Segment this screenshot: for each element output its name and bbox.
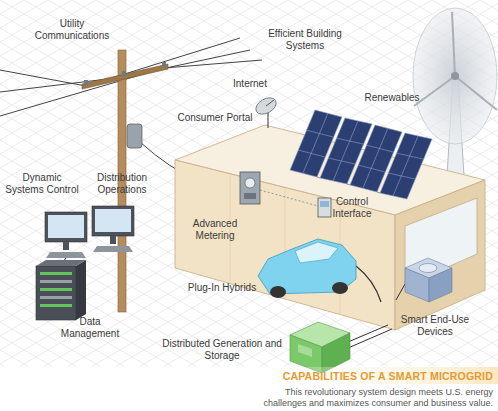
panel-frame: [317, 177, 380, 193]
callout-label: Advanced Metering: [185, 218, 245, 242]
dish-mast: [267, 112, 268, 128]
keyboard: [93, 246, 133, 252]
control-interface-device: [260, 190, 331, 217]
callout-label: Internet: [220, 78, 280, 90]
appliance-side: [429, 268, 452, 302]
generator-vent: [298, 344, 312, 357]
monitor-screen: [95, 209, 131, 232]
keyboard: [46, 252, 86, 258]
meter-display: [244, 193, 256, 199]
rack-unit: [40, 304, 72, 307]
turbine-blades: [414, 12, 497, 110]
appliance-cable: [396, 284, 405, 300]
solar-array: [290, 110, 432, 199]
meter-box: [240, 172, 260, 204]
charging-cable: [356, 266, 381, 302]
rack-side: [76, 260, 86, 320]
rack-unit: [40, 272, 72, 275]
appliance-fan: [419, 264, 437, 273]
monitor: [45, 212, 87, 242]
generator-cable: [348, 325, 392, 348]
monitor: [92, 206, 134, 236]
insulator: [84, 80, 88, 85]
grid-background: [0, 0, 498, 366]
diagram-caption: This revolutionary system design meets U…: [253, 387, 493, 409]
meter-dial: [245, 178, 255, 188]
turbine-hub: [451, 72, 459, 80]
satellite-dish: [253, 94, 279, 128]
operations-workstations: [45, 206, 134, 266]
callout-label: Control Interface: [322, 196, 382, 220]
turbine-rotor: [413, 8, 497, 144]
car-window: [295, 242, 338, 263]
appliance-front: [405, 268, 429, 302]
dish-reflector: [253, 94, 279, 117]
callout-label: Distribution Operations: [84, 172, 160, 196]
thermostat-screen: [320, 201, 329, 207]
dish-feed: [266, 100, 274, 106]
building-side-wall: [395, 180, 485, 330]
wind-turbine: [413, 8, 497, 192]
server-rack: [36, 260, 86, 320]
insulator: [122, 71, 126, 76]
smart-appliance: [396, 258, 452, 302]
monitor-stand: [110, 236, 116, 244]
power-wire: [164, 60, 262, 68]
callout-label: Data Management: [55, 316, 125, 340]
callout-label: Dynamic Systems Control: [4, 172, 80, 196]
advanced-meter: [240, 172, 260, 204]
solar-panel: [380, 133, 432, 199]
car-body: [258, 239, 356, 294]
plug-in-car: [258, 239, 381, 302]
pole-transformer: [127, 124, 142, 148]
insulator: [162, 62, 166, 67]
rack-front: [36, 266, 76, 320]
callout-label: Renewables: [357, 92, 427, 104]
monitor-screen: [48, 215, 84, 238]
callout-label: Utility Communications: [27, 18, 117, 42]
callout-label: Plug-In Hybrids: [177, 282, 267, 294]
rack-unit: [40, 288, 72, 291]
callout-label: Distributed Generation and Storage: [162, 338, 282, 362]
diagram-title: CAPABILITIES OF A SMART MICROGRID: [283, 370, 493, 382]
callout-label: Efficient Building Systems: [263, 28, 347, 52]
thermostat-panel: [318, 198, 331, 217]
monitor-stand: [63, 242, 69, 250]
car-wheel: [270, 286, 286, 298]
car-wheel: [332, 282, 348, 294]
title-band: [250, 367, 498, 384]
home-network-link: [260, 190, 318, 206]
generator-storage-unit: [290, 322, 392, 373]
rack-top: [36, 260, 86, 266]
callout-label: Smart End-Use Devices: [395, 314, 475, 338]
callout-label: Consumer Portal: [165, 112, 265, 124]
pole-crossarm: [82, 64, 168, 89]
utility-pole: [82, 50, 168, 312]
rack-unit: [40, 280, 72, 283]
panel-grid: [298, 113, 423, 196]
rack-unit: [40, 296, 72, 299]
